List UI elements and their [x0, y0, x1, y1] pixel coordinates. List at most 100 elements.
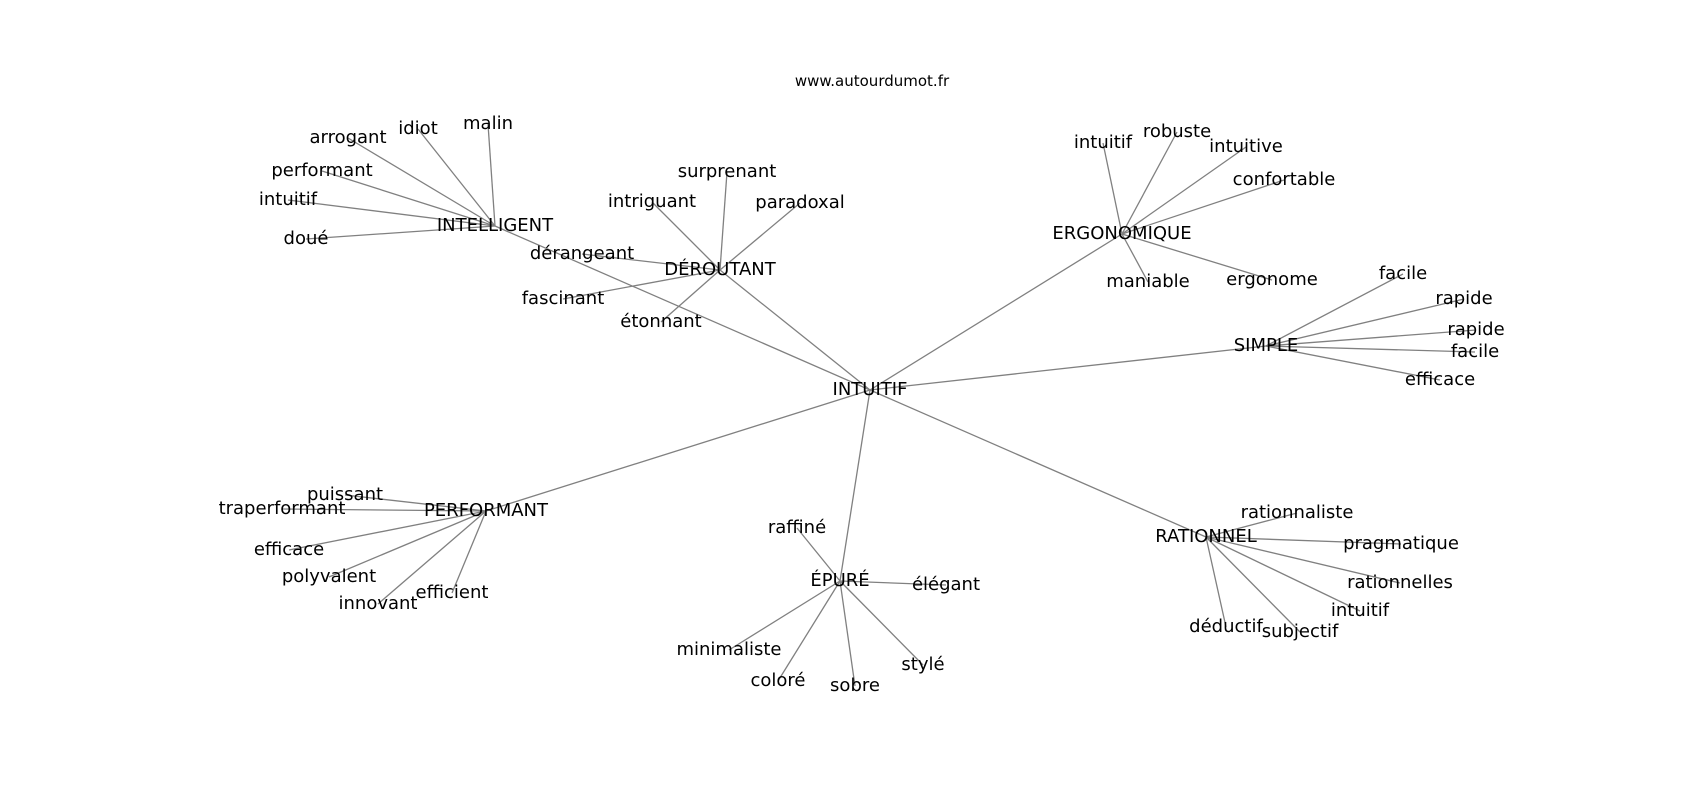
edge-performant-leaf: [377, 510, 487, 605]
leaf-node: doué: [284, 228, 329, 249]
edge-rationnel-leaf: [1205, 536, 1301, 633]
leaf-node: innovant: [339, 593, 418, 614]
edge-rationnel-leaf: [1205, 536, 1361, 612]
leaf-node: facile: [1379, 263, 1427, 284]
leaf-node: intriguant: [608, 191, 696, 212]
edge-intelligent-leaf: [487, 123, 496, 227]
edge-intelligent-leaf: [305, 225, 496, 240]
edge-center-ergonomique: [869, 233, 1123, 391]
edge-center-performant: [485, 389, 871, 512]
leaf-node: performant: [271, 160, 372, 181]
leaf-node: intuitif: [1074, 132, 1133, 153]
edge-simple-leaf: [1265, 345, 1476, 353]
leaf-node: arrogant: [309, 127, 386, 148]
edge-simple-leaf: [1265, 345, 1441, 381]
leaf-node: rationnaliste: [1241, 502, 1354, 523]
edge-epure-leaf: [796, 527, 841, 582]
leaf-node: pragmatique: [1343, 533, 1459, 554]
edge-center-rationnel: [869, 389, 1207, 538]
edge-epure-leaf: [839, 580, 856, 687]
leaf-node: raffiné: [768, 517, 826, 538]
leaf-node: rapide: [1435, 288, 1492, 309]
edge-intelligent-leaf: [347, 137, 496, 227]
edge-center-epure: [839, 389, 871, 582]
leaf-node: fascinant: [522, 288, 605, 309]
leaf-node: paradoxal: [755, 192, 844, 213]
edge-rationnel-leaf: [1205, 512, 1298, 538]
leaf-node: intuitif: [1331, 600, 1390, 621]
edge-intelligent-leaf: [287, 199, 496, 227]
leaf-node: subjectif: [1262, 621, 1339, 642]
edge-epure-leaf: [839, 580, 924, 666]
edge-deroutant-leaf: [562, 269, 721, 300]
edge-deroutant-leaf: [719, 171, 728, 271]
leaf-node: efficient: [416, 582, 489, 603]
edge-ergonomique-leaf: [1102, 142, 1123, 235]
edge-epure-leaf: [777, 580, 841, 682]
leaf-node: rapide: [1447, 319, 1504, 340]
leaf-node: déductif: [1189, 616, 1263, 637]
edge-performant-leaf: [328, 510, 487, 578]
leaf-node: coloré: [750, 670, 805, 691]
edge-deroutant-leaf: [581, 253, 721, 271]
edge-ergonomique-leaf: [1121, 146, 1247, 235]
edge-deroutant-leaf: [719, 202, 801, 271]
site-watermark: www.autourdumot.fr: [794, 72, 950, 90]
edge-simple-leaf: [1265, 329, 1477, 347]
leaf-node: intuitive: [1209, 136, 1283, 157]
hub-node-ergonomique: ERGONOMIQUE: [1052, 223, 1191, 244]
leaf-node: efficace: [1405, 369, 1475, 390]
leaf-node: robuste: [1143, 121, 1211, 142]
edge-rationnel-leaf: [1205, 536, 1227, 628]
leaf-node: facile: [1451, 341, 1499, 362]
edge-rationnel-leaf: [1205, 536, 1402, 545]
edge-epure-leaf: [728, 580, 841, 651]
edge-simple-leaf: [1265, 298, 1465, 347]
leaf-node: rationnelles: [1347, 572, 1453, 593]
leaf-node: puissant: [307, 484, 383, 505]
leaf-node: dérangeant: [530, 243, 634, 264]
edge-ergonomique-leaf: [1121, 233, 1273, 281]
leaf-node: ergonome: [1226, 269, 1318, 290]
leaf-node: étonnant: [620, 311, 701, 332]
edge-deroutant-leaf: [651, 201, 721, 271]
edge-intelligent-leaf: [417, 128, 496, 227]
leaf-node: traperformant: [219, 498, 346, 519]
edge-performant-leaf: [288, 510, 487, 551]
hub-node-epure: ÉPURÉ: [810, 569, 869, 591]
leaf-node: stylé: [901, 654, 944, 675]
hub-node-performant: PERFORMANT: [424, 500, 549, 521]
leaf-node: efficace: [254, 539, 324, 560]
leaf-node: élégant: [912, 574, 980, 595]
hub-node-simple: SIMPLE: [1234, 335, 1299, 356]
edge-performant-leaf: [451, 510, 487, 594]
graph-labels: INTELLIGENT malin idiot arrogant performant i…: [219, 113, 1505, 696]
edge-center-simple: [869, 345, 1267, 391]
hub-node-deroutant: DÉROUTANT: [664, 258, 776, 280]
edge-deroutant-leaf: [660, 269, 721, 323]
leaf-node: malin: [463, 113, 513, 134]
edge-rationnel-leaf: [1205, 536, 1401, 584]
edge-epure-leaf: [839, 580, 947, 586]
edge-ergonomique-leaf: [1121, 233, 1149, 283]
edge-center-intelligent: [494, 225, 871, 391]
leaf-node: polyvalent: [282, 566, 376, 587]
edge-ergonomique-leaf: [1121, 179, 1285, 235]
edge-center-deroutant: [719, 269, 871, 391]
leaf-node: sobre: [830, 675, 880, 696]
leaf-node: surprenant: [678, 161, 777, 182]
hub-node-intelligent: INTELLIGENT: [437, 215, 554, 236]
leaf-node: intuitif: [259, 189, 318, 210]
center-node: INTUITIF: [833, 379, 908, 400]
leaf-node: idiot: [398, 118, 438, 139]
edge-performant-leaf: [344, 494, 487, 512]
edge-intelligent-leaf: [321, 170, 496, 227]
graph-edges: [281, 123, 1477, 687]
leaf-node: minimaliste: [676, 639, 781, 660]
hub-node-rationnel: RATIONNEL: [1155, 526, 1257, 547]
edge-performant-leaf: [281, 508, 487, 512]
edge-ergonomique-leaf: [1121, 131, 1178, 235]
leaf-node: maniable: [1106, 271, 1190, 292]
edge-simple-leaf: [1265, 273, 1404, 347]
